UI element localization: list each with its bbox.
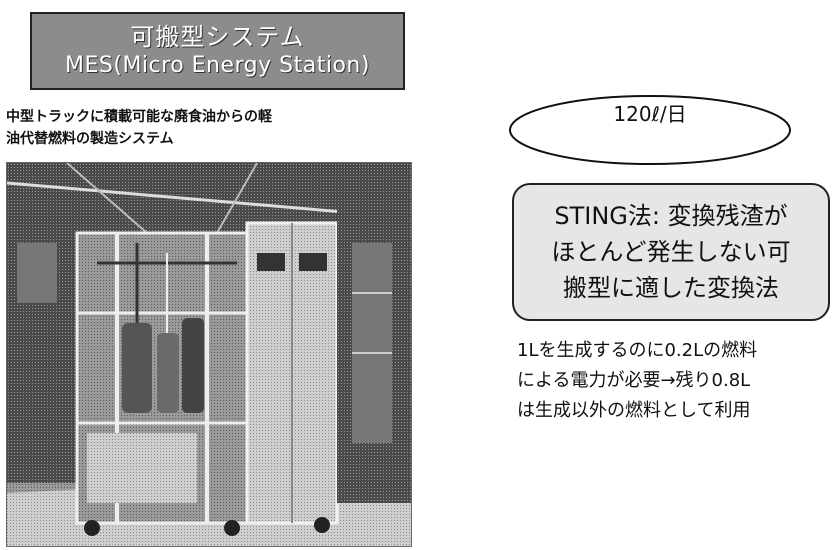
sting-line-1: STING法: 変換残渣が xyxy=(554,202,788,230)
system-description: 中型トラックに積載可能な廃食油からの軽 油代替燃料の製造システム xyxy=(6,106,406,150)
sting-line-3: 搬型に適した変換法 xyxy=(563,274,779,302)
note-line-2: による電力が必要→残り0.8L xyxy=(517,370,751,391)
capacity-ellipse: 120ℓ/日 xyxy=(507,93,793,167)
title-line-2: MES(Micro Energy Station) xyxy=(65,53,370,78)
description-line-2: 油代替燃料の製造システム xyxy=(6,131,174,147)
title-box: 可搬型システム MES(Micro Energy Station) xyxy=(30,12,405,90)
note-line-3: は生成以外の燃料として利用 xyxy=(517,400,751,421)
fuel-note: 1Lを生成するのに0.2Lの燃料 による電力が必要→残り0.8L は生成以外の燃… xyxy=(517,336,833,426)
description-line-1: 中型トラックに積載可能な廃食油からの軽 xyxy=(6,109,272,125)
sting-line-2: ほとんど発生しない可 xyxy=(551,238,791,266)
sting-method-box: STING法: 変換残渣が ほとんど発生しない可 搬型に適した変換法 xyxy=(512,183,830,321)
title-line-1: 可搬型システム xyxy=(130,23,305,51)
equipment-photo xyxy=(6,162,412,547)
capacity-label: 120ℓ/日 xyxy=(613,102,687,126)
note-line-1: 1Lを生成するのに0.2Lの燃料 xyxy=(517,340,758,361)
equipment-photo-drawing xyxy=(7,163,411,546)
ellipse-outline xyxy=(509,95,791,165)
